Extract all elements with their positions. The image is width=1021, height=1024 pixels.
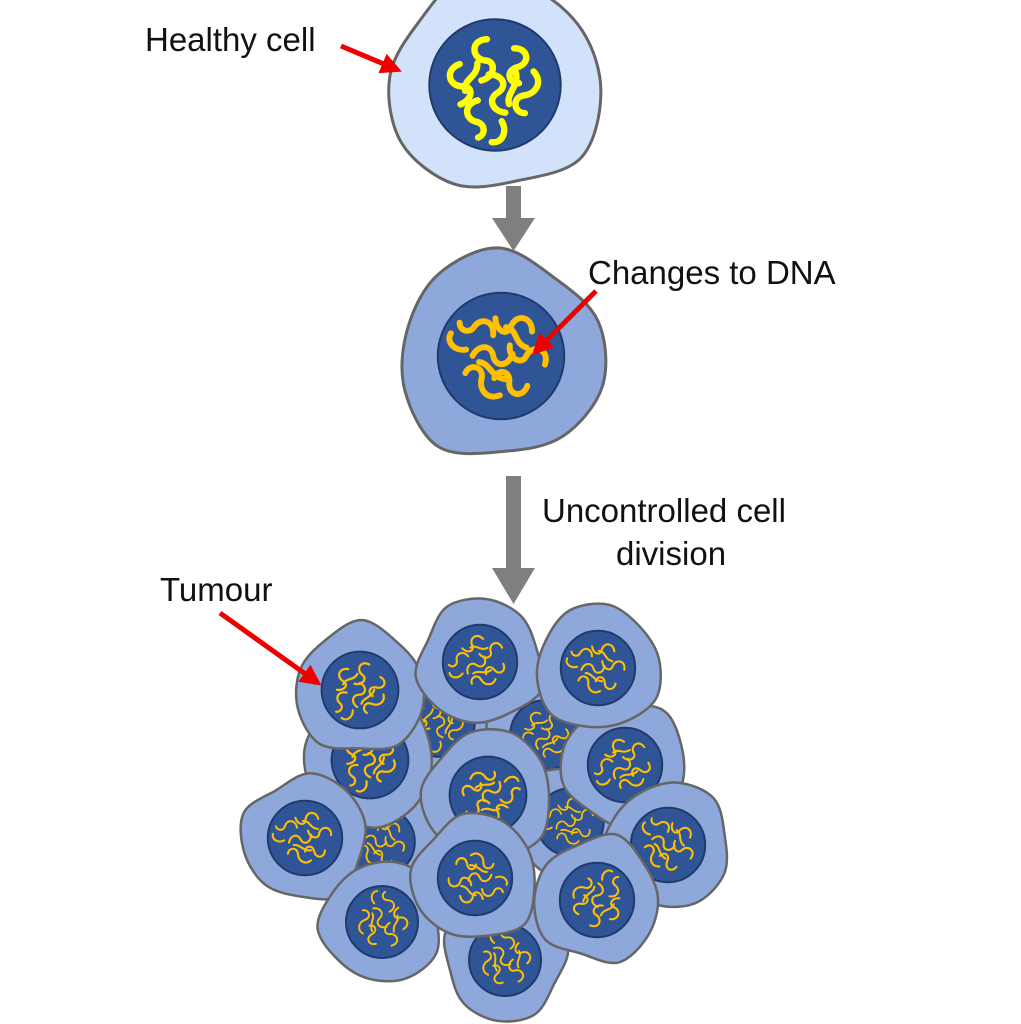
nucleus: [559, 629, 637, 707]
dna-strands: [565, 643, 626, 694]
tumour-cell: [535, 602, 662, 729]
dna-strands: [358, 890, 409, 947]
dna-strands: [335, 662, 386, 721]
nucleus: [320, 650, 400, 730]
process-arrow-icon: [492, 186, 535, 251]
mutated-cell-body: [400, 246, 608, 456]
pointer-arrow-icon: [340, 43, 402, 74]
tumour-cell: [532, 832, 660, 965]
pointer-arrow-icon: [218, 610, 322, 686]
nucleus: [345, 885, 419, 959]
dna-strands: [447, 852, 508, 904]
dna-strands: [641, 817, 694, 871]
uncontrolled-division-label-line2: division: [616, 535, 726, 572]
tumour-cluster: [239, 597, 729, 1023]
dna-strands: [572, 869, 621, 928]
process-arrow-icon: [492, 476, 535, 604]
nucleus: [436, 839, 514, 917]
tumour-cell: [414, 597, 546, 725]
tumour-label: Tumour: [160, 571, 272, 608]
healthy-cell-label: Healthy cell: [145, 21, 316, 58]
tumour-cell: [409, 811, 536, 939]
dna-strands: [593, 738, 651, 789]
tumour-cell: [294, 618, 426, 751]
pointer-arrow-icon: [532, 289, 598, 355]
nucleus: [266, 799, 344, 877]
dna-strands: [446, 315, 549, 400]
tumour-cell: [239, 771, 367, 901]
uncontrolled-division-label-line1: Uncontrolled cell: [542, 492, 786, 529]
mutated-cell: [400, 246, 608, 456]
healthy-cell-body: [387, 0, 603, 189]
healthy-cell: [387, 0, 603, 189]
dna-strands: [271, 811, 333, 864]
changes-to-dna-label: Changes to DNA: [588, 254, 836, 291]
dna-strands: [447, 635, 506, 686]
dna-strands: [446, 35, 542, 146]
